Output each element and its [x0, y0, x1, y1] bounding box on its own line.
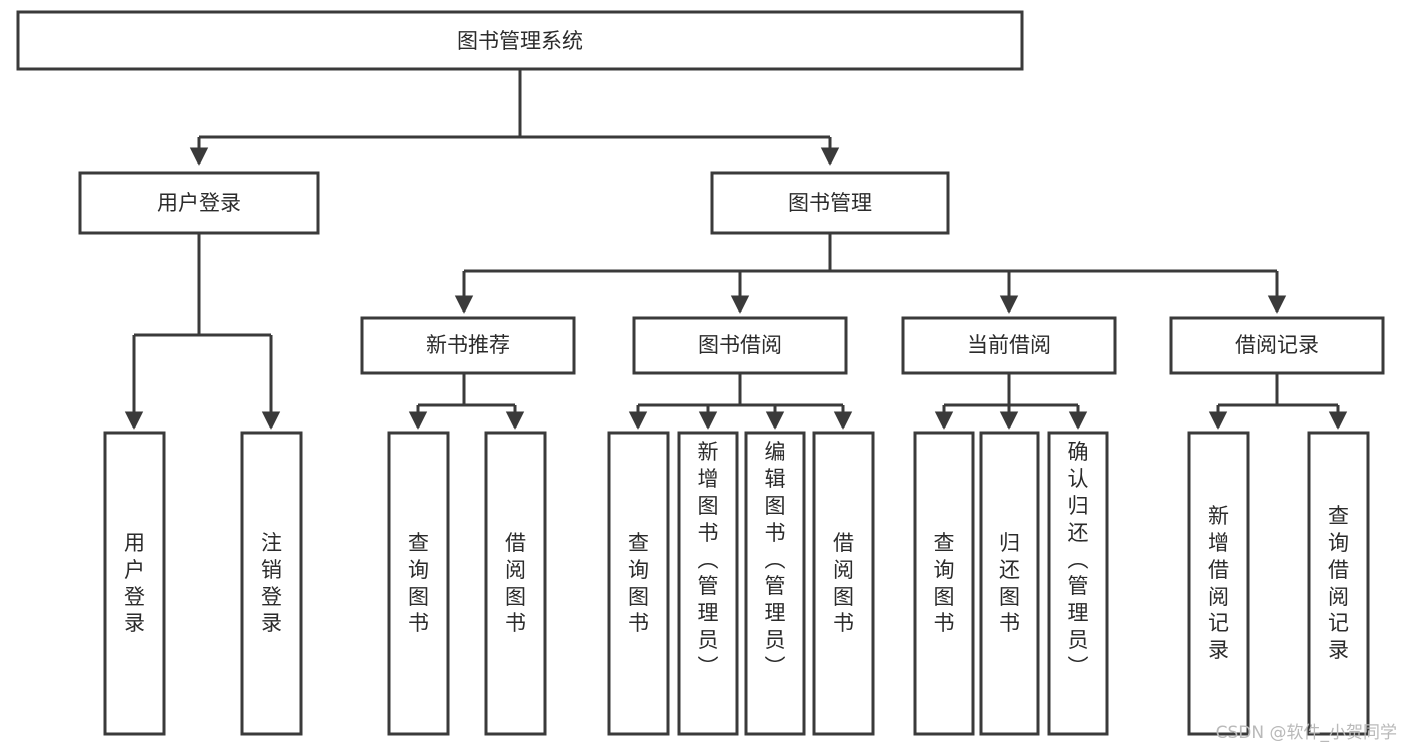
node-leaf-edit-book-box[interactable]	[744, 431, 806, 736]
node-book-borrow-box[interactable]	[632, 316, 848, 375]
node-leaf-query-record-box[interactable]	[1307, 431, 1370, 736]
node-current-borrow[interactable]: 当前借阅	[901, 316, 1117, 375]
node-leaf-return-book-box[interactable]	[979, 431, 1040, 736]
node-current-borrow-box[interactable]	[901, 316, 1117, 375]
node-root-box[interactable]	[16, 10, 1024, 71]
node-new-book-rec[interactable]: 新书推荐	[360, 316, 576, 375]
node-leaf-query-book-3-box[interactable]	[913, 431, 975, 736]
node-book-borrow-label: 图书借阅	[698, 333, 782, 357]
node-book-manage[interactable]: 图书管理	[710, 171, 950, 235]
node-leaf-logout-box[interactable]	[240, 431, 303, 736]
node-leaf-borrow-book-2-box[interactable]	[812, 431, 875, 736]
node-root[interactable]: 图书管理系统	[16, 10, 1024, 71]
node-new-book-rec-box[interactable]	[360, 316, 576, 375]
leaf-box-group	[103, 431, 1370, 736]
node-book-manage-box[interactable]	[710, 171, 950, 235]
node-root-label: 图书管理系统	[457, 29, 583, 53]
node-book-manage-label: 图书管理	[788, 191, 872, 215]
node-leaf-add-book-box[interactable]	[677, 431, 739, 736]
csdn-watermark: CSDN @软件_小贺同学	[1215, 723, 1397, 743]
node-leaf-borrow-book-1-box[interactable]	[484, 431, 547, 736]
node-leaf-query-book-1-box[interactable]	[387, 431, 450, 736]
node-leaf-user-login-box[interactable]	[103, 431, 166, 736]
node-borrow-record[interactable]: 借阅记录	[1169, 316, 1385, 375]
node-leaf-query-book-2-box[interactable]	[607, 431, 670, 736]
node-current-borrow-label: 当前借阅	[967, 333, 1051, 357]
node-book-borrow[interactable]: 图书借阅	[632, 316, 848, 375]
node-new-book-rec-label: 新书推荐	[426, 333, 510, 357]
node-user-login-label: 用户登录	[157, 191, 241, 215]
node-user-login-box[interactable]	[78, 171, 320, 235]
node-borrow-record-label: 借阅记录	[1235, 333, 1319, 357]
node-leaf-confirm-return-box[interactable]	[1047, 431, 1109, 736]
connector-group	[124, 69, 1348, 430]
node-leaf-add-record-box[interactable]	[1187, 431, 1250, 736]
node-user-login[interactable]: 用户登录	[78, 171, 320, 235]
node-borrow-record-box[interactable]	[1169, 316, 1385, 375]
